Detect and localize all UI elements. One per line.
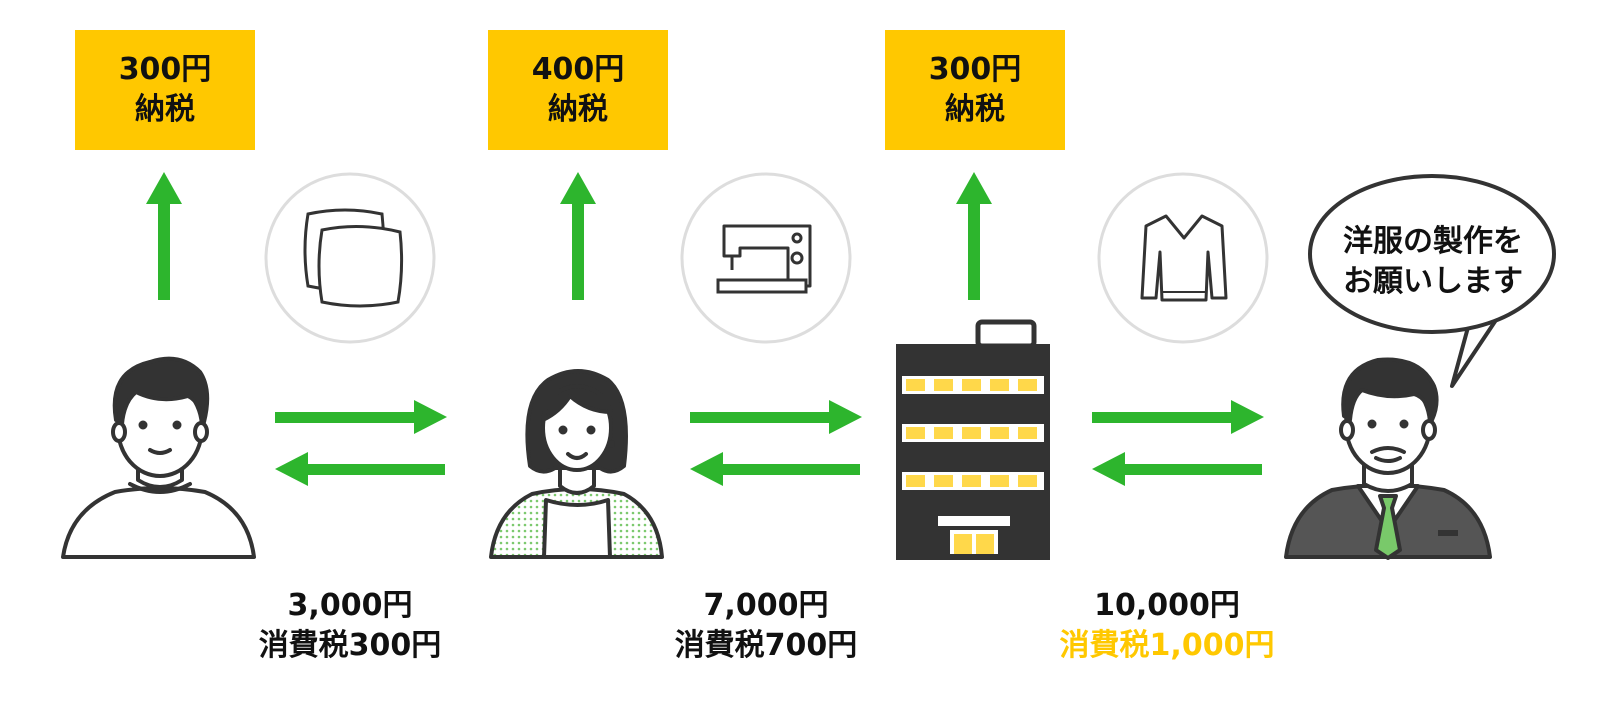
exchange-arrows-3 — [1092, 400, 1264, 486]
tax-amount: 300円 — [118, 52, 212, 87]
transaction-price: 3,000円 — [287, 588, 413, 623]
businessman-figure — [1284, 357, 1492, 560]
transaction-tax-highlight: 消費税1,000円 — [1059, 628, 1275, 663]
speech-line-1: 洋服の製作を — [1343, 224, 1523, 259]
young-man-figure — [61, 356, 256, 559]
transaction-2: 7,000円 消費税700円 — [636, 586, 896, 666]
transaction-tax: 消費税700円 — [674, 628, 858, 663]
tax-box-1: 300円 納税 — [75, 30, 255, 150]
tax-amount: 400円 — [531, 52, 625, 87]
exchange-arrows-1 — [275, 400, 447, 486]
fabric-icon — [264, 172, 436, 344]
tax-box-2: 400円 納税 — [488, 30, 668, 150]
woman-figure — [489, 369, 664, 559]
transaction-price: 10,000円 — [1094, 588, 1240, 623]
tax-label: 納税 — [548, 92, 608, 127]
up-arrow-3 — [956, 172, 992, 300]
factory-building-icon — [896, 319, 1050, 560]
speech-bubble-text: 洋服の製作を お願いします — [1318, 222, 1548, 302]
speech-bubble — [1308, 174, 1556, 388]
tax-label: 納税 — [135, 92, 195, 127]
up-arrow-2 — [560, 172, 596, 300]
transaction-tax: 消費税300円 — [258, 628, 442, 663]
speech-line-2: お願いします — [1343, 264, 1523, 299]
exchange-arrows-2 — [690, 400, 862, 486]
up-arrow-1 — [146, 172, 182, 300]
sweater-icon — [1097, 172, 1269, 344]
sewing-machine-icon — [680, 172, 852, 344]
transaction-price: 7,000円 — [703, 588, 829, 623]
transaction-1: 3,000円 消費税300円 — [220, 586, 480, 666]
tax-box-3: 300円 納税 — [885, 30, 1065, 150]
transaction-3: 10,000円 消費税1,000円 — [1037, 586, 1297, 666]
tax-amount: 300円 — [928, 52, 1022, 87]
tax-label: 納税 — [945, 92, 1005, 127]
